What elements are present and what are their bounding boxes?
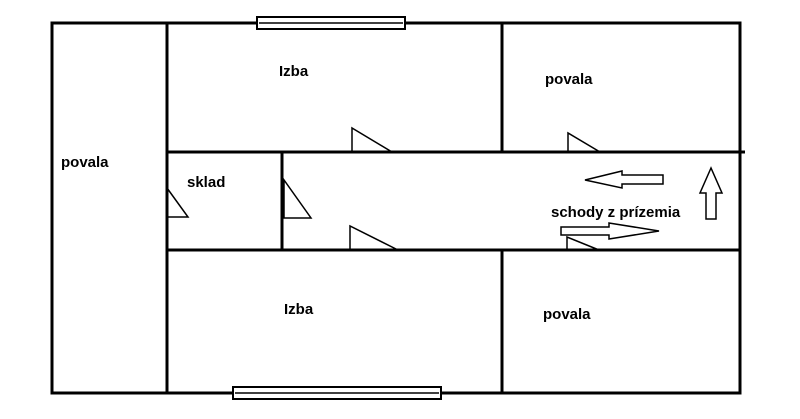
door-storage-right-icon: [283, 177, 313, 219]
label-room-top: Izba: [279, 63, 309, 80]
arrow-up-icon: [698, 166, 724, 220]
door-room-top-icon: [351, 126, 395, 153]
stair-arrows: [560, 166, 724, 240]
arrow-left-icon: [584, 170, 664, 189]
doors: [166, 126, 603, 251]
door-attic-bottom-right-icon: [566, 235, 600, 251]
label-storage: sklad: [187, 174, 225, 191]
window-bottom: [232, 386, 442, 400]
door-storage-left-icon: [166, 185, 190, 218]
door-attic-top-right-icon: [567, 131, 603, 153]
label-attic-top-right: povala: [545, 71, 593, 88]
arrow-right-icon: [560, 222, 660, 240]
door-room-bottom-icon: [349, 224, 399, 251]
window-top: [256, 16, 406, 30]
room-labels: povala Izba povala sklad schody z prízem…: [61, 63, 681, 323]
label-attic-left: povala: [61, 154, 109, 171]
label-stairs: schody z prízemia: [551, 204, 681, 221]
label-room-bottom: Izba: [284, 301, 314, 318]
label-attic-bottom-right: povala: [543, 306, 591, 323]
